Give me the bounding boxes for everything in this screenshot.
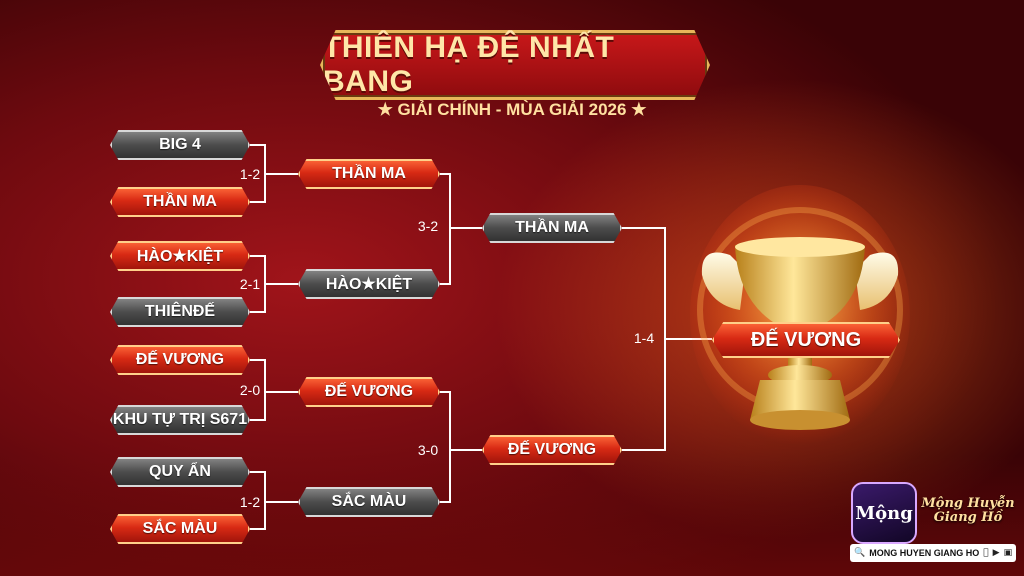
team-plate-r1: ĐẾ VƯƠNG xyxy=(110,345,250,375)
team-name: BIG 4 xyxy=(159,136,201,153)
team-plate-r2: ĐẾ VƯƠNG xyxy=(298,377,440,407)
team-plate-r1: HÀO★KIỆT xyxy=(110,241,250,271)
subtitle: ★ GIẢI CHÍNH - MÙA GIẢI 2026 ★ xyxy=(312,100,712,120)
trophy-icon xyxy=(690,185,910,445)
desktop-icon: ▣ xyxy=(1003,548,1013,558)
search-bar: 🔍 MONG HUYEN GIANG HO  ▶ ▣ xyxy=(850,544,1016,562)
team-plate-r1: THẦN MA xyxy=(110,187,250,217)
app-icon: Mộng xyxy=(851,482,917,544)
team-name: ĐẾ VƯƠNG xyxy=(507,441,597,458)
play-store-icon: ▶ xyxy=(992,548,1000,558)
champion-name: ĐẾ VƯƠNG xyxy=(750,328,862,351)
match-score: 1-2 xyxy=(239,494,261,510)
title-banner: THIÊN HẠ ĐỆ NHẤT BANG xyxy=(320,30,710,100)
team-name: SẮC MÀU xyxy=(331,493,407,510)
search-icon: 🔍 xyxy=(854,548,866,558)
search-text: MONG HUYEN GIANG HO xyxy=(869,548,980,558)
team-plate-r1: SẮC MÀU xyxy=(110,514,250,544)
apple-icon:  xyxy=(983,548,988,558)
game-logo-text: Mộng Huyễn Giang Hồ xyxy=(921,496,1015,525)
match-score: 2-0 xyxy=(239,382,261,398)
team-plate-r1: QUY ẨN xyxy=(110,457,250,487)
final-score: 1-4 xyxy=(633,330,655,346)
star-icon: ★ xyxy=(377,100,393,119)
match-score: 3-0 xyxy=(417,442,439,458)
match-score: 1-2 xyxy=(239,166,261,182)
team-plate-r1: THIÊNĐẾ xyxy=(110,297,250,327)
team-plate-r3: THẦN MA xyxy=(482,213,622,243)
champion-plate: ĐẾ VƯƠNG xyxy=(712,322,900,358)
team-name: ĐẾ VƯƠNG xyxy=(135,351,225,368)
team-name: ĐẾ VƯƠNG xyxy=(324,383,414,400)
team-name: THIÊNĐẾ xyxy=(144,303,216,320)
team-name: HÀO★KIỆT xyxy=(325,276,413,293)
team-name: QUY ẨN xyxy=(149,463,211,480)
team-plate-r1: BIG 4 xyxy=(110,130,250,160)
subtitle-text: GIẢI CHÍNH - MÙA GIẢI 2026 xyxy=(397,100,627,119)
team-name: THẦN MA xyxy=(332,165,406,182)
team-plate-r2: HÀO★KIỆT xyxy=(298,269,440,299)
game-logo: Mộng Huyễn Giang Hồ xyxy=(920,486,1016,536)
team-plate-r2: SẮC MÀU xyxy=(298,487,440,517)
page-title: THIÊN HẠ ĐỆ NHẤT BANG xyxy=(323,31,615,98)
team-plate-r3: ĐẾ VƯƠNG xyxy=(482,435,622,465)
match-score: 3-2 xyxy=(417,218,439,234)
team-name: KHU TỰ TRỊ S671 xyxy=(112,411,248,428)
team-name: SẮC MÀU xyxy=(142,520,218,537)
star-icon: ★ xyxy=(631,100,647,119)
team-name: HÀO★KIỆT xyxy=(136,248,224,265)
team-plate-r2: THẦN MA xyxy=(298,159,440,189)
team-plate-r1: KHU TỰ TRỊ S671 xyxy=(110,405,250,435)
team-name: THẦN MA xyxy=(143,193,217,210)
match-score: 2-1 xyxy=(239,276,261,292)
app-icon-label: Mộng xyxy=(855,502,913,524)
team-name: THẦN MA xyxy=(515,219,589,236)
